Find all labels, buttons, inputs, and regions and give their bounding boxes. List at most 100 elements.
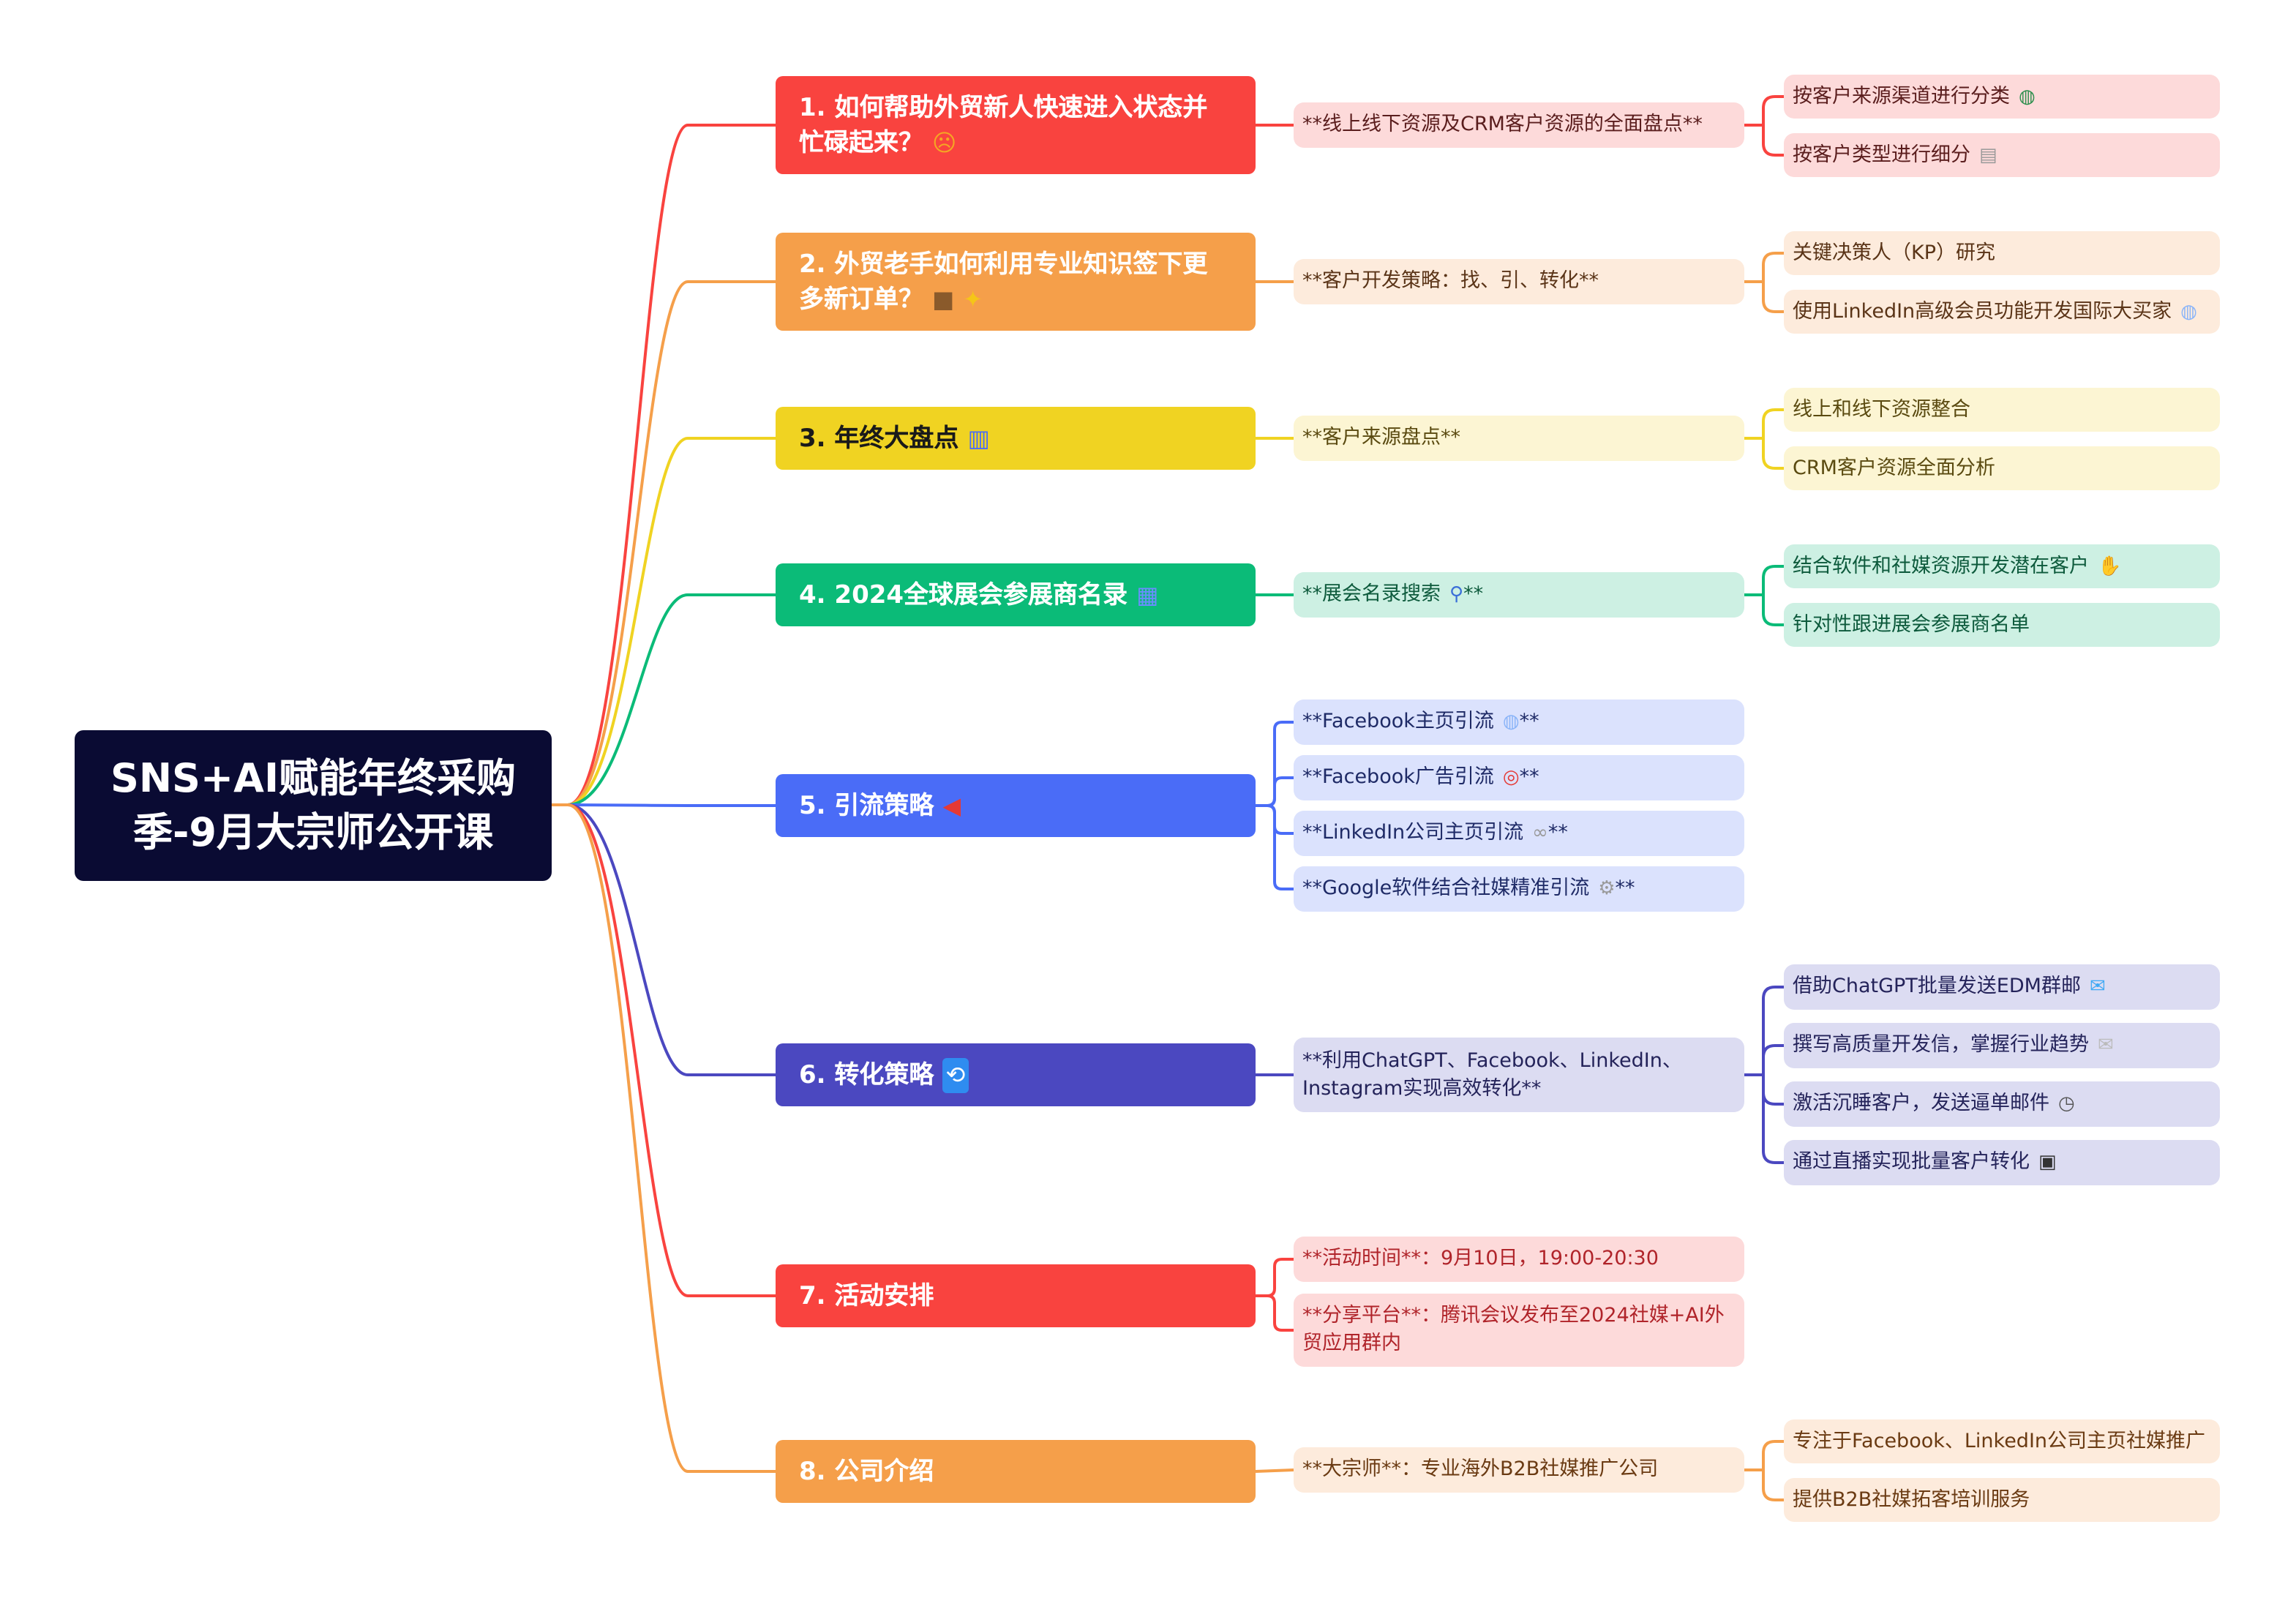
sub-to-leaf-connector xyxy=(1744,1468,1784,1501)
leaf-label: 按客户来源渠道进行分类 xyxy=(1793,84,2010,108)
sub-node[interactable]: **大宗师**：专业海外B2B社媒推广公司 xyxy=(1294,1447,1744,1493)
leaf-node[interactable]: CRM客户资源全面分析 xyxy=(1784,446,2220,490)
sub-node[interactable]: **展会名录搜索⚲** xyxy=(1294,572,1744,618)
magnifier-icon: ⚲ xyxy=(1449,584,1464,606)
sub-node[interactable]: **Facebook主页引流◍** xyxy=(1294,699,1744,745)
branch-node-6[interactable]: 6. 转化策略⟲ xyxy=(776,1043,1256,1106)
sub-label: **大宗师**：专业海外B2B社媒推广公司 xyxy=(1302,1458,1659,1481)
leaf-label: 结合软件和社媒资源开发潜在客户 xyxy=(1793,554,2089,577)
sub-label-wrap: **Facebook广告引流◎** xyxy=(1302,764,1539,792)
leaf-node[interactable]: 线上和线下资源整合 xyxy=(1784,388,2220,432)
sub-to-leaf-connector xyxy=(1744,124,1784,157)
sub-to-leaf-connector xyxy=(1744,408,1784,440)
root-to-branch-7-connector xyxy=(552,803,776,1297)
leaf-node[interactable]: 激活沉睡客户，发送逼单邮件◷ xyxy=(1784,1081,2220,1127)
leaf-label: 关键决策人（KP）研究 xyxy=(1793,241,1995,264)
sub-label: **分享平台**：腾讯会议发布至2024社媒+AI外贸应用群内 xyxy=(1302,1304,1725,1355)
sub-to-leaf-connector xyxy=(1744,565,1784,596)
branch-label-wrap: 5. 引流策略◀ xyxy=(799,788,961,823)
briefcase-icon: ■ xyxy=(932,285,955,312)
leaf-node[interactable]: 针对性跟进展会参展商名单 xyxy=(1784,603,2220,647)
sub-label: **活动时间**：9月10日，19:00-20:30 xyxy=(1302,1247,1659,1270)
leaf-label: 按客户类型进行细分 xyxy=(1793,143,1970,166)
branch-node-7[interactable]: 7. 活动安排 xyxy=(776,1264,1256,1327)
sub-label-wrap: **分享平台**：腾讯会议发布至2024社媒+AI外贸应用群内 xyxy=(1302,1302,1736,1358)
sub-label-wrap: **活动时间**：9月10日，19:00-20:30 xyxy=(1302,1245,1659,1273)
sub-node[interactable]: **线上线下资源及CRM客户资源的全面盘点** xyxy=(1294,102,1744,148)
leaf-node[interactable]: 撰写高质量开发信，掌握行业趋势✉ xyxy=(1784,1023,2220,1068)
leaf-node[interactable]: 提供B2B社媒拓客培训服务 xyxy=(1784,1478,2220,1522)
sub-node[interactable]: **活动时间**：9月10日，19:00-20:30 xyxy=(1294,1237,1744,1282)
branch-label-wrap: 3. 年终大盘点▥ xyxy=(799,421,990,456)
branch-label: 4. 2024全球展会参展商名录 xyxy=(799,580,1128,609)
sub-label-suffix: ** xyxy=(1463,582,1484,606)
root-to-branch-4-connector xyxy=(552,593,776,806)
branch-label-wrap: 8. 公司介绍 xyxy=(799,1454,934,1489)
branch-label-wrap: 7. 活动安排 xyxy=(799,1278,934,1313)
sub-label-wrap: **线上线下资源及CRM客户资源的全面盘点** xyxy=(1302,111,1703,139)
leaf-node[interactable]: 结合软件和社媒资源开发潜在客户 ✋ xyxy=(1784,544,2220,588)
sub-to-leaf-connector xyxy=(1744,593,1784,626)
clock-icon: ◷ xyxy=(2058,1093,2075,1115)
branch-to-sub-connector xyxy=(1256,776,1294,807)
branch-node-3[interactable]: 3. 年终大盘点▥ xyxy=(776,407,1256,470)
link-icon: ∞ xyxy=(1532,822,1548,844)
sub-node[interactable]: **客户开发策略：找、引、转化** xyxy=(1294,259,1744,304)
sub-to-leaf-connector xyxy=(1744,252,1784,283)
branch-node-4[interactable]: 4. 2024全球展会参展商名录▦ xyxy=(776,563,1256,626)
sub-to-leaf-connector xyxy=(1744,95,1784,127)
branch-node-1[interactable]: 1. 如何帮助外贸新人快速进入状态并忙碌起来？☹ xyxy=(776,76,1256,174)
branch-to-sub-connector xyxy=(1256,804,1294,890)
sub-node[interactable]: **分享平台**：腾讯会议发布至2024社媒+AI外贸应用群内 xyxy=(1294,1294,1744,1367)
leaf-node[interactable]: 按客户类型进行细分▤ xyxy=(1784,133,2220,177)
sub-label-wrap: **利用ChatGPT、Facebook、LinkedIn、Instagram实… xyxy=(1302,1047,1736,1103)
sub-node[interactable]: **Facebook广告引流◎** xyxy=(1294,755,1744,800)
branch-label-wrap: 6. 转化策略⟲ xyxy=(799,1057,969,1092)
leaf-label: 专注于Facebook、LinkedIn公司主页社媒推广 xyxy=(1793,1429,2206,1452)
sub-to-leaf-connector xyxy=(1744,280,1784,313)
branch-label: 8. 公司介绍 xyxy=(799,1457,934,1486)
branch-node-2[interactable]: 2. 外贸老手如何利用专业知识签下更多新订单？■✦ xyxy=(776,233,1256,331)
handshake-icon: ✋ xyxy=(2098,555,2122,577)
leaf-node[interactable]: 专注于Facebook、LinkedIn公司主页社媒推广 xyxy=(1784,1419,2220,1463)
sub-label-suffix: ** xyxy=(1519,765,1539,789)
branch-to-sub-connector xyxy=(1255,1468,1294,1473)
leaf-node[interactable]: 关键决策人（KP）研究 xyxy=(1784,231,2220,275)
flushed-face-icon: ☹ xyxy=(932,128,957,156)
leaf-label: 使用LinkedIn高级会员功能开发国际大买家 xyxy=(1793,299,2172,323)
branch-label-wrap: 4. 2024全球展会参展商名录▦ xyxy=(799,577,1158,612)
leaf-label: 提供B2B社媒拓客培训服务 xyxy=(1793,1488,2030,1511)
sub-to-leaf-connector xyxy=(1744,986,1784,1076)
branch-to-sub-connector xyxy=(1256,1258,1294,1297)
root-to-branch-8-connector xyxy=(552,803,776,1473)
globe-icon: ◍ xyxy=(2019,86,2036,108)
leaf-node[interactable]: 使用LinkedIn高级会员功能开发国际大买家 ◍ xyxy=(1784,290,2220,334)
sub-node[interactable]: **Google软件结合社媒精准引流⚙** xyxy=(1294,866,1744,912)
sub-label-wrap: **展会名录搜索⚲** xyxy=(1302,581,1483,609)
sub-node[interactable]: **利用ChatGPT、Facebook、LinkedIn、Instagram实… xyxy=(1294,1038,1744,1112)
root-node[interactable]: SNS+AI赋能年终采购 季-9月大宗师公开课 xyxy=(75,730,552,881)
leaf-label: 撰写高质量开发信，掌握行业趋势 xyxy=(1793,1033,2089,1057)
sub-label-wrap: **Facebook主页引流◍** xyxy=(1302,708,1539,736)
leaf-node[interactable]: 通过直播实现批量客户转化▣ xyxy=(1784,1140,2220,1185)
root-to-branch-3-connector xyxy=(552,437,776,806)
branch-label-wrap: 2. 外贸老手如何利用专业知识签下更多新订单？■✦ xyxy=(799,247,1232,317)
branch-label-wrap: 1. 如何帮助外贸新人快速进入状态并忙碌起来？☹ xyxy=(799,90,1232,160)
sub-to-leaf-connector xyxy=(1744,1044,1784,1076)
branch-label: 5. 引流策略 xyxy=(799,791,934,820)
leaf-node[interactable]: 按客户来源渠道进行分类 ◍ xyxy=(1784,75,2220,119)
root-title-line2: 季-9月大宗师公开课 xyxy=(133,810,493,855)
sparkles-icon: ✦ xyxy=(963,285,983,312)
sub-node[interactable]: **客户来源盘点** xyxy=(1294,416,1744,461)
branch-node-5[interactable]: 5. 引流策略◀ xyxy=(776,774,1256,837)
branch-node-8[interactable]: 8. 公司介绍 xyxy=(776,1440,1256,1503)
branch-label: 6. 转化策略 xyxy=(799,1060,934,1089)
sub-label: **线上线下资源及CRM客户资源的全面盘点** xyxy=(1302,113,1703,136)
sub-node[interactable]: **LinkedIn公司主页引流∞** xyxy=(1294,811,1744,856)
globe-meridians-icon: ◍ xyxy=(2180,301,2197,323)
sub-label: **Facebook主页引流 xyxy=(1302,710,1494,733)
leaf-node[interactable]: 借助ChatGPT批量发送EDM群邮✉ xyxy=(1784,964,2220,1010)
leaf-label: CRM客户资源全面分析 xyxy=(1793,456,1995,479)
sub-label-suffix: ** xyxy=(1615,877,1635,900)
